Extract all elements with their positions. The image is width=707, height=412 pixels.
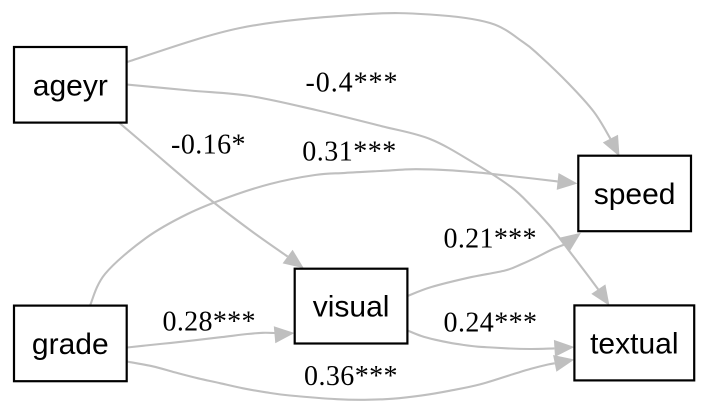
svg-text:0.28***: 0.28*** bbox=[163, 306, 256, 337]
svg-text:textual: textual bbox=[590, 328, 678, 361]
svg-text:grade: grade bbox=[32, 328, 109, 361]
svg-text:speed: speed bbox=[594, 178, 676, 211]
svg-text:ageyr: ageyr bbox=[33, 69, 108, 102]
svg-text:0.21***: 0.21*** bbox=[444, 224, 537, 255]
svg-text:visual: visual bbox=[313, 291, 390, 324]
svg-text:0.36***: 0.36*** bbox=[304, 361, 398, 392]
svg-text:-0.4***: -0.4*** bbox=[306, 68, 398, 99]
svg-text:-0.16*: -0.16* bbox=[171, 130, 245, 161]
svg-text:0.24***: 0.24*** bbox=[444, 308, 538, 339]
svg-text:0.31***: 0.31*** bbox=[302, 136, 396, 167]
